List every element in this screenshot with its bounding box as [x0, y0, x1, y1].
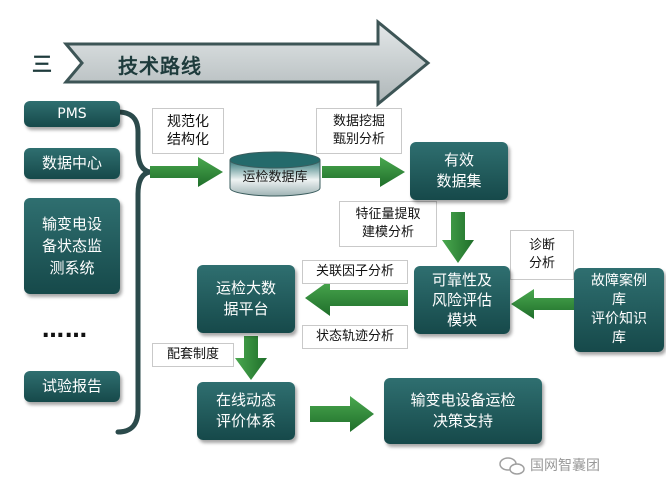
label-mining: 数据挖掘 甄别分析	[316, 108, 402, 154]
node-dataset: 有效 数据集	[410, 142, 508, 200]
title-text: 技术路线	[118, 54, 202, 78]
label-normalize: 规范化 结构化	[152, 108, 224, 154]
title-number: 三	[32, 52, 53, 76]
arrow-to-online	[235, 336, 267, 380]
source-data-center: 数据中心	[24, 148, 120, 179]
node-reliability: 可靠性及 风险评估 模块	[414, 266, 510, 334]
node-decision-support: 输变电设备运检 决策支持	[384, 378, 542, 444]
source-test-report: 试验报告	[24, 371, 120, 402]
source-monitoring-system: 输变电设 备状态监 测系统	[24, 198, 120, 294]
arrow-to-database	[150, 157, 223, 187]
node-bigdata-platform: 运检大数 据平台	[197, 265, 295, 333]
arrow-to-decision	[310, 396, 374, 432]
database-label: 运检数据库	[242, 170, 308, 185]
label-diagnosis: 诊断 分析	[510, 230, 574, 280]
source-pms: PMS	[24, 101, 120, 127]
watermark-text: 国网智囊团	[530, 458, 600, 474]
arrow-to-reliability	[442, 212, 474, 263]
label-feature: 特征量提取 建模分析	[339, 201, 437, 247]
arrow-to-dataset	[322, 157, 405, 187]
ellipsis: ……	[42, 318, 88, 343]
label-correlation: 关联因子分析	[302, 260, 408, 284]
arrow-to-bigdata	[305, 280, 408, 316]
arrow-from-case-library	[511, 289, 574, 319]
label-policy: 配套制度	[152, 343, 234, 367]
node-online-evaluation: 在线动态 评价体系	[197, 382, 295, 440]
label-trajectory: 状态轨迹分析	[302, 325, 408, 349]
node-case-library: 故障案例 库 评价知识 库	[574, 268, 664, 352]
